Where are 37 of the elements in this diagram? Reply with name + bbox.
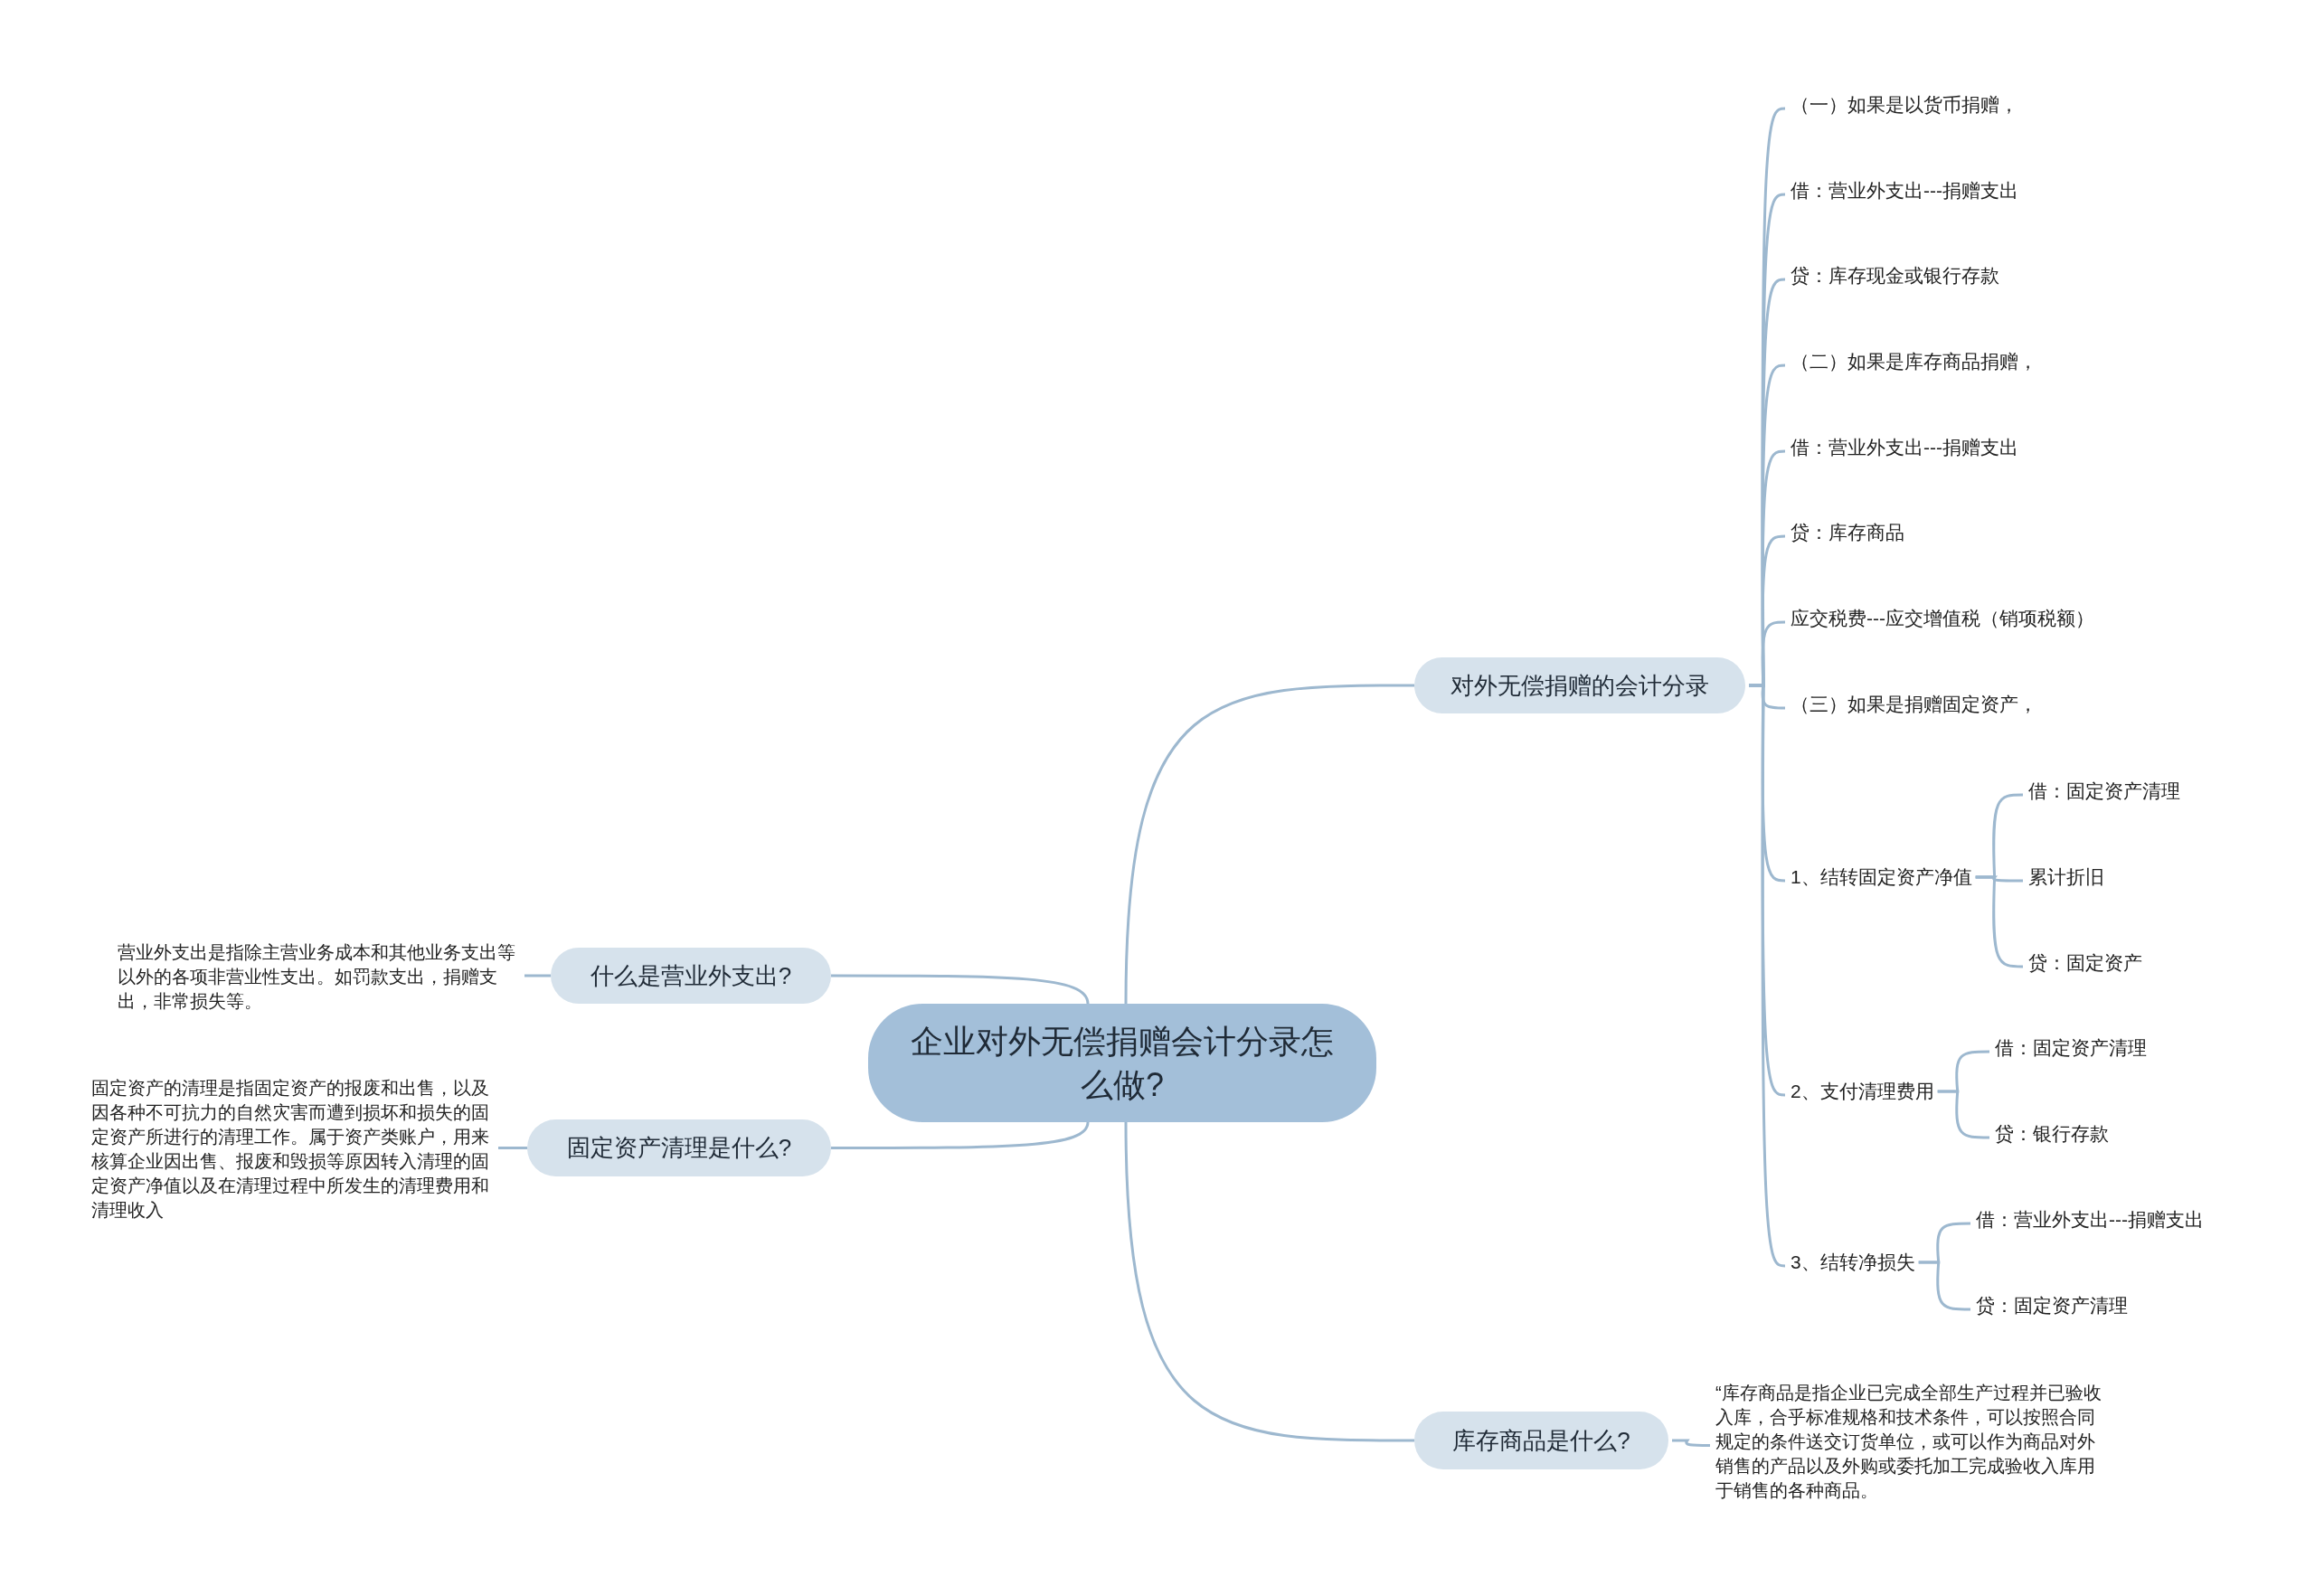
- leaf-text: 应交税费---应交增值税（销项税额）: [1791, 605, 2094, 632]
- leaf-text: （一）如果是以货币捐赠，: [1791, 91, 2018, 118]
- leaf-text: 贷：库存商品: [1791, 519, 1904, 546]
- leaf-text: 2、支付清理费用: [1791, 1078, 1934, 1105]
- connector-line: [1975, 875, 2023, 968]
- leaf-text: 1、结转固定资产净值: [1791, 864, 1972, 891]
- topic-box: 对外无偿捐赠的会计分录: [1414, 657, 1745, 713]
- connector-line: [831, 1121, 1090, 1149]
- topic-box: 固定资产清理是什么?: [527, 1119, 831, 1176]
- leaf-text: 贷：银行存款: [1995, 1120, 2109, 1147]
- description-text: 营业外支出是指除主营业务成本和其他业务支出等以外的各项非营业性支出。如罚款支出，捐赠支出，非常损失等。: [118, 940, 515, 1014]
- central-topic-box: 企业对外无偿捐赠会计分录怎么做?: [868, 1004, 1376, 1122]
- connector-line: [831, 974, 1090, 1005]
- connector-line: [524, 974, 551, 977]
- leaf-text: 借：固定资产清理: [2028, 778, 2180, 805]
- leaf-text: 借：营业外支出---捐赠支出: [1791, 177, 2018, 204]
- leaf-text: 贷：固定资产清理: [1976, 1292, 2128, 1319]
- leaf-text: 3、结转净损失: [1791, 1249, 1915, 1276]
- connector-line: [1124, 1121, 1414, 1442]
- leaf-text: 累计折旧: [2028, 864, 2104, 891]
- topic-box: 什么是营业外支出?: [551, 948, 831, 1004]
- connector-line: [498, 1147, 527, 1149]
- description-text: “库存商品是指企业已完成全部生产过程并已验收入库，合乎标准规格和技术条件，可以按照合同规定的条件送交订货单位，或可以作为商品对外销售的产品以及外购或委托加工完成验收入库用于销售的各种商品。: [1715, 1381, 2110, 1503]
- leaf-text: 贷：固定资产: [2028, 949, 2142, 977]
- leaf-text: 借：营业外支出---捐赠支出: [1791, 434, 2018, 461]
- connector-line: [1672, 1439, 1710, 1447]
- leaf-text: （二）如果是库存商品捐赠，: [1791, 348, 2037, 375]
- connector-line: [1124, 684, 1414, 1005]
- connector-line: [1918, 1261, 1970, 1311]
- connector-line: [1749, 684, 1786, 1268]
- description-text: 固定资产的清理是指固定资产的报废和出售，以及因各种不可抗力的自然灾害而遭到损坏和损失的固定资产所进行的清理工作。属于资产类账户，用来核算企业因出售、报废和毁损等原因转入清理的固定资产净值以及在清理过程中所发生的清理费用和清理收入: [91, 1076, 489, 1223]
- leaf-text: （三）如果是捐赠固定资产，: [1791, 691, 2037, 718]
- leaf-text: 贷：库存现金或银行存款: [1791, 262, 1999, 289]
- topic-box: 库存商品是什么?: [1414, 1412, 1668, 1469]
- leaf-text: 借：固定资产清理: [1995, 1034, 2147, 1062]
- leaf-text: 借：营业外支出---捐赠支出: [1976, 1206, 2204, 1233]
- connector-line: [1937, 1090, 1989, 1139]
